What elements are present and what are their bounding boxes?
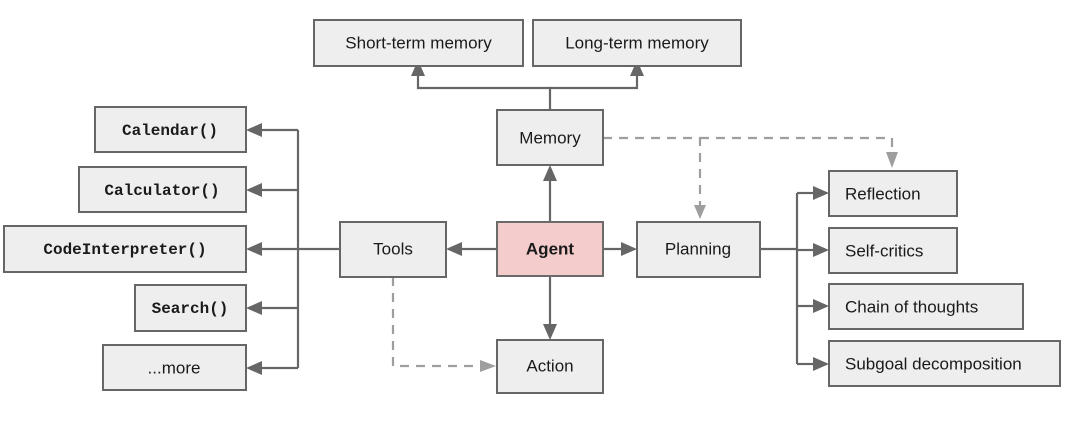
node-code-interpreter-tool-box (3, 225, 247, 273)
arrowhead-icon (813, 299, 829, 313)
node-self-critics[interactable]: Self-critics (828, 227, 958, 274)
arrowhead-icon (813, 243, 829, 257)
node-self-critics-box (828, 227, 958, 274)
node-self-critics-label: Self-critics (845, 241, 923, 260)
node-chain-of-thoughts[interactable]: Chain of thoughts (828, 283, 1024, 330)
arrowhead-icon (813, 186, 829, 200)
arrowhead-icon (246, 183, 262, 197)
node-planning-box (636, 221, 761, 278)
arrowhead-icon (246, 301, 262, 315)
node-long-term-memory[interactable]: Long-term memory (532, 19, 742, 67)
node-planning-label: Planning (665, 239, 731, 258)
arrowhead-icon (694, 205, 706, 219)
node-tools-box (339, 221, 447, 278)
node-reflection[interactable]: Reflection (828, 170, 958, 217)
node-long-term-memory-label: Long-term memory (565, 33, 709, 52)
node-reflection-label: Reflection (845, 184, 921, 203)
node-calendar-tool-label: Calendar() (122, 122, 218, 140)
edge-memory-to-memories (411, 60, 644, 110)
node-calculator-tool-label: Calculator() (104, 182, 219, 200)
node-long-term-memory-box (532, 19, 742, 67)
node-search-tool[interactable]: Search() (134, 284, 247, 332)
arrowhead-icon (630, 60, 644, 76)
node-agent[interactable]: Agent (496, 221, 604, 277)
node-tools[interactable]: Tools (339, 221, 447, 278)
edge-tools-to-toolset (246, 123, 340, 375)
node-chain-of-thoughts-label: Chain of thoughts (845, 297, 978, 316)
node-chain-of-thoughts-box (828, 283, 1024, 330)
node-action-box (496, 339, 604, 394)
node-more-tools[interactable]: ...more (102, 344, 247, 391)
node-reflection-box (828, 170, 958, 217)
edge-agent-to-action (543, 276, 557, 340)
edge-agent-to-planning (603, 242, 637, 256)
node-planning[interactable]: Planning (636, 221, 761, 278)
arrowhead-icon (543, 324, 557, 340)
edge-agent-to-memory (543, 165, 557, 222)
node-subgoal-decomposition[interactable]: Subgoal decomposition (828, 340, 1061, 387)
node-calendar-tool[interactable]: Calendar() (94, 106, 247, 153)
node-subgoal-decomposition-box (828, 340, 1061, 387)
node-memory-box (496, 109, 604, 166)
arrowhead-icon (446, 242, 462, 256)
node-short-term-memory[interactable]: Short-term memory (313, 19, 524, 67)
arrowhead-icon (480, 360, 496, 372)
node-short-term-memory-box (313, 19, 524, 67)
node-more-tools-box (102, 344, 247, 391)
node-memory[interactable]: Memory (496, 109, 604, 166)
node-agent-label: Agent (526, 239, 575, 258)
arrowhead-icon (246, 361, 262, 375)
edge-memory-to-reflection-dashed (700, 136, 898, 168)
arrowhead-icon (886, 152, 898, 168)
node-code-interpreter-tool[interactable]: CodeInterpreter() (3, 225, 247, 273)
node-calendar-tool-box (94, 106, 247, 153)
node-memory-label: Memory (519, 128, 581, 147)
arrowhead-icon (543, 165, 557, 181)
node-subgoal-decomposition-label: Subgoal decomposition (845, 354, 1022, 373)
edge-agent-to-tools (446, 242, 496, 256)
node-search-tool-label: Search() (152, 300, 229, 318)
node-calculator-tool-box (78, 166, 247, 213)
arrowhead-icon (246, 123, 262, 137)
node-action[interactable]: Action (496, 339, 604, 394)
arrowhead-icon (411, 60, 425, 76)
node-action-label: Action (526, 356, 573, 375)
edge-memory-to-planning-dashed (603, 136, 706, 219)
node-code-interpreter-tool-label: CodeInterpreter() (43, 241, 206, 259)
node-search-tool-box (134, 284, 247, 332)
arrowhead-icon (813, 357, 829, 371)
node-calculator-tool[interactable]: Calculator() (78, 166, 247, 213)
arrowhead-icon (246, 242, 262, 256)
node-more-tools-label: ...more (148, 358, 201, 377)
edge-tools-to-action-dashed (391, 277, 496, 372)
edge-planning-to-strategies (760, 186, 829, 371)
node-tools-label: Tools (373, 239, 413, 258)
node-agent-box (496, 221, 604, 277)
node-short-term-memory-label: Short-term memory (345, 33, 492, 52)
arrowhead-icon (621, 242, 637, 256)
